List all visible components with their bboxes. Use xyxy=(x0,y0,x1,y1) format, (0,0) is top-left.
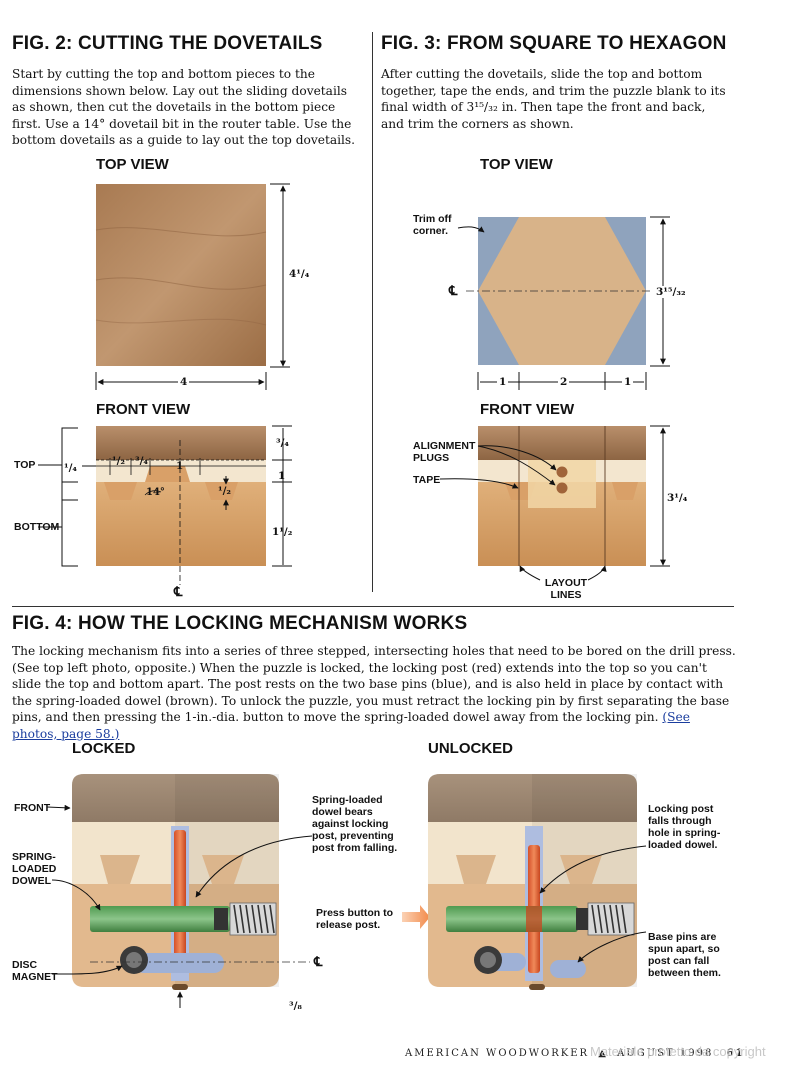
fig2-label-top: TOP xyxy=(14,459,36,471)
fig3-front-view-label: FRONT VIEW xyxy=(480,401,575,418)
fig3-alignment-plugs-label: ALIGNMENT PLUGS xyxy=(413,440,476,464)
fig3-dim-height: 3¹/₄ xyxy=(667,492,688,504)
fig4-disc-magnet-label: DISC MAGNET xyxy=(12,959,58,983)
footer-issue: AUGUST 1998 xyxy=(617,1048,714,1059)
footer-page-number: 61 xyxy=(726,1048,745,1059)
fig3-text: After cutting the dovetails, slide the t… xyxy=(381,66,731,132)
fig2-dim-height: 4¹/₄ xyxy=(289,268,310,280)
fig4-front-label: FRONT xyxy=(14,802,51,814)
fig2-label-bottom: BOTTOM xyxy=(14,521,60,533)
fig2-top-view-board xyxy=(95,184,267,366)
fig4-post-falls-label: Locking post falls through hole in sprin… xyxy=(648,803,721,851)
fig4-base-pins-label: Base pins are spun apart, so post can fa… xyxy=(648,931,721,979)
fig2-dim-c: 1 xyxy=(176,460,184,472)
unlocked-diagram xyxy=(428,774,637,990)
fig2-dim-b: ³/₄ xyxy=(135,455,149,467)
fig3-trim-off-label: Trim off corner. xyxy=(413,213,452,237)
fig2-dim-left: ¹/₄ xyxy=(64,462,78,474)
footer-triangle-icon: ▲ xyxy=(598,1048,608,1059)
fig3-layout-lines-label: LAYOUT LINES xyxy=(544,577,588,601)
fig2-front-view-board xyxy=(96,426,266,585)
fig2-title: FIG. 2: CUTTING THE DOVETAILS xyxy=(12,33,323,54)
fig3-centerline: ℄ xyxy=(449,284,458,299)
fig2-angle: 14° xyxy=(146,487,165,498)
fig2-dim-depth: ¹/₂ xyxy=(218,485,232,497)
fig4-centerline: ℄ xyxy=(314,955,323,970)
fig2-front-view-label: FRONT VIEW xyxy=(96,401,191,418)
footer-magazine-name: AMERICAN WOODWORKER xyxy=(405,1048,590,1059)
fig4-title: FIG. 4: HOW THE LOCKING MECHANISM WORKS xyxy=(12,613,468,634)
fig4-press-button-label: Press button to release post. xyxy=(316,907,394,931)
fig3-dim-seg1: 1 xyxy=(497,376,509,388)
fig4-dim-bottom: ³/₈ xyxy=(289,1000,303,1012)
fig3-text-after: in. Then tape the front and back, and tr… xyxy=(381,100,706,131)
fig3-final-width: 3¹⁵/₃₂ xyxy=(466,100,498,114)
fig2-dim-width: 4 xyxy=(178,376,190,388)
fig3-dim-seg3: 1 xyxy=(622,376,634,388)
fig4-text-body: The locking mechanism fits into a series… xyxy=(12,644,736,724)
fig3-top-view-label: TOP VIEW xyxy=(480,156,553,173)
fig2-centerline: ℄ xyxy=(174,585,183,600)
fig3-front-view-board xyxy=(478,426,646,566)
fig4-unlocked-label: UNLOCKED xyxy=(428,740,513,757)
fig2-top-view-label: TOP VIEW xyxy=(96,156,169,173)
fig3-top-view-board xyxy=(466,217,652,365)
footer-magazine: AMERICAN WOODWORKER ▲ AUGUST 1998 61 xyxy=(405,1048,744,1059)
fig4-text: The locking mechanism fits into a series… xyxy=(12,643,736,742)
fig3-title: FIG. 3: FROM SQUARE TO HEXAGON xyxy=(381,33,727,54)
fig2-text: Start by cutting the top and bottom piec… xyxy=(12,67,356,147)
fig4-photos-link[interactable]: (See photos, page 58.) xyxy=(12,710,690,741)
locked-diagram xyxy=(72,774,310,990)
fig2-dim-a: ¹/₂ xyxy=(112,455,126,467)
fig3-dim-seg2: 2 xyxy=(558,376,570,388)
fig3-dim-width: 3¹⁵/₃₂ xyxy=(656,286,686,298)
fig2-dim-bottom-thick: 1¹/₂ xyxy=(272,526,293,538)
fig4-locked-label: LOCKED xyxy=(72,740,136,757)
fig4-dowel-note: Spring-loaded dowel bears against lockin… xyxy=(312,794,398,854)
copyright-watermark: Materiale protetto da copyright xyxy=(590,1044,766,1059)
fig2-dim-top-thick: ³/₄ xyxy=(276,437,290,449)
section-divider xyxy=(12,606,734,607)
fig3-tape-label: TAPE xyxy=(413,474,441,486)
fig4-spring-loaded-dowel-label: SPRING-LOADED DOWEL xyxy=(12,851,57,887)
column-divider xyxy=(372,32,373,592)
fig2-dim-mid: 1 xyxy=(278,470,286,482)
fig3-text-before: After cutting the dovetails, slide the t… xyxy=(381,67,726,114)
